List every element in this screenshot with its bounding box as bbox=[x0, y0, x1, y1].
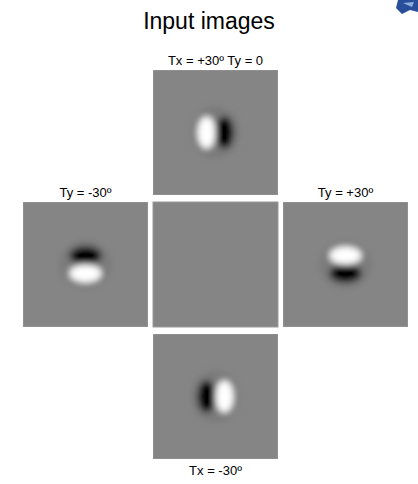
rotation-label: Tx = +30º Ty = 0 bbox=[168, 53, 263, 68]
corner-icon bbox=[396, 0, 418, 14]
halo bbox=[192, 107, 240, 159]
rotation-label: Ty = +30º bbox=[318, 185, 373, 200]
halo bbox=[192, 371, 240, 423]
image-ground bbox=[153, 334, 278, 459]
halo bbox=[60, 241, 112, 289]
image-ground bbox=[283, 202, 408, 327]
bright-lobe bbox=[330, 247, 362, 265]
blank-image bbox=[153, 202, 278, 327]
bright-lobe bbox=[70, 265, 102, 283]
dipole bbox=[192, 371, 240, 423]
dark-lobe bbox=[198, 381, 216, 413]
dipole bbox=[60, 241, 112, 289]
dark-lobe bbox=[216, 117, 234, 149]
bright-lobe bbox=[216, 381, 234, 413]
dipole bbox=[320, 241, 372, 289]
image-tile: Ty = +30º bbox=[283, 202, 408, 327]
corner-icon bbox=[403, 2, 414, 7]
image-ground bbox=[23, 202, 148, 327]
gabor-image bbox=[283, 202, 408, 327]
title: Input images bbox=[0, 8, 418, 35]
rotation-label: Tx = -30º bbox=[189, 463, 242, 478]
gabor-image bbox=[153, 70, 278, 195]
image-ground bbox=[153, 70, 278, 195]
image-tile: Tx = -30º bbox=[153, 334, 278, 459]
bright-lobe bbox=[198, 117, 216, 149]
dark-lobe bbox=[330, 265, 362, 283]
dipole bbox=[192, 107, 240, 159]
halo bbox=[320, 241, 372, 289]
image-tile: Ty = -30º bbox=[23, 202, 148, 327]
image-tile: Tx = +30º Ty = 0 bbox=[153, 70, 278, 195]
dark-lobe bbox=[70, 247, 102, 265]
gabor-image bbox=[23, 202, 148, 327]
gabor-image bbox=[153, 334, 278, 459]
rotation-label: Ty = -30º bbox=[59, 185, 111, 200]
